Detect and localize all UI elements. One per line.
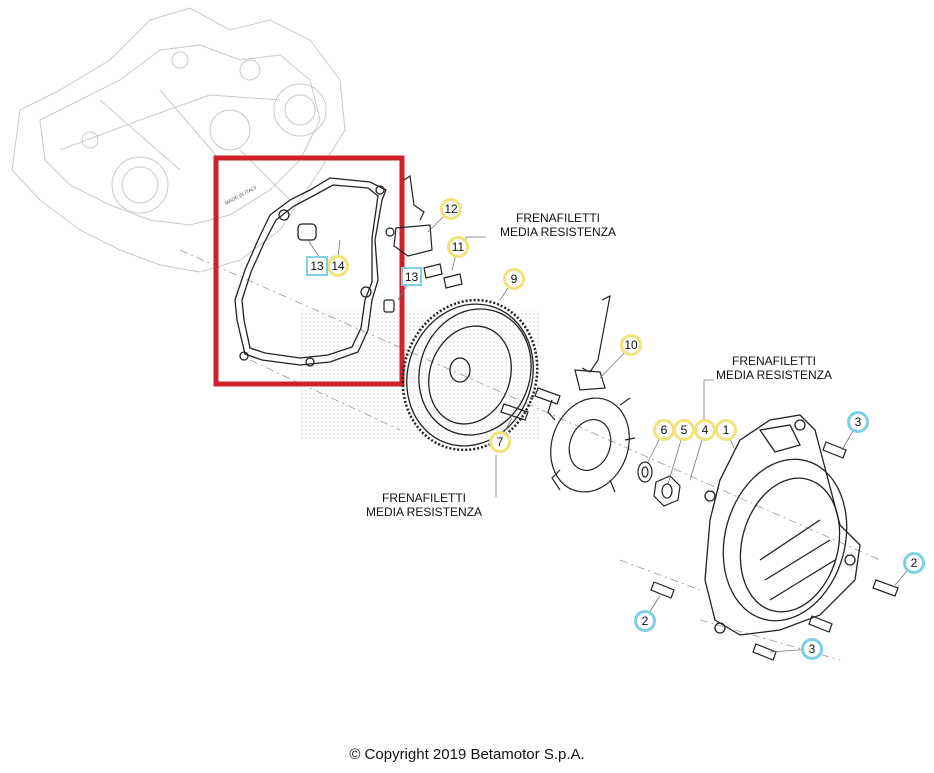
svg-text:2: 2	[642, 614, 649, 628]
badge-1: 1	[715, 419, 737, 441]
pickup-sensor	[385, 174, 433, 257]
svg-text:11: 11	[452, 240, 465, 254]
washers-and-nut	[637, 461, 681, 507]
note-line2: MEDIA RESISTENZA	[366, 505, 483, 519]
badge-13-upper: 13	[401, 267, 422, 286]
badge-2-left: 2	[634, 610, 656, 632]
badge-14: 14	[327, 255, 349, 277]
threadlocker-note-top: FRENAFILETTI MEDIA RESISTENZA	[500, 211, 616, 239]
note-line2: MEDIA RESISTENZA	[716, 368, 833, 382]
badge-12: 12	[440, 198, 462, 220]
svg-text:12: 12	[444, 202, 458, 216]
cover-screws	[650, 441, 899, 661]
part-badges: 12 11 13 14 13 9 10 6 5 4 1 7 3 2 2 3	[306, 198, 925, 660]
svg-text:1: 1	[723, 423, 730, 437]
threadlocker-note-bottom: FRENAFILETTI MEDIA RESISTENZA	[366, 491, 482, 519]
badge-9: 9	[503, 268, 525, 290]
svg-text:14: 14	[331, 259, 345, 273]
svg-text:3: 3	[809, 642, 816, 656]
badge-6: 6	[653, 419, 675, 441]
svg-text:4: 4	[702, 423, 709, 437]
badge-4: 4	[694, 419, 716, 441]
badge-2-right: 2	[903, 552, 925, 574]
watermark-dots	[300, 310, 540, 440]
badge-7: 7	[489, 431, 511, 453]
svg-text:6: 6	[661, 423, 668, 437]
copyright-notice: © Copyright 2019 Betamotor S.p.A.	[349, 746, 585, 763]
badge-5: 5	[673, 419, 695, 441]
note-line2: MEDIA RESISTENZA	[500, 225, 617, 239]
svg-text:MADE IN ITALY: MADE IN ITALY	[224, 185, 259, 207]
svg-text:13: 13	[310, 259, 324, 273]
badge-13-lower: 13	[306, 256, 328, 276]
svg-text:7: 7	[497, 435, 504, 449]
svg-text:9: 9	[511, 272, 518, 286]
svg-text:5: 5	[681, 423, 688, 437]
flywheel	[401, 298, 539, 452]
badge-10: 10	[620, 334, 642, 356]
small-screws	[383, 263, 463, 313]
svg-text:13: 13	[405, 270, 419, 284]
badge-11: 11	[447, 236, 469, 258]
note-line1: FRENAFILETTI	[732, 354, 817, 368]
cover-gasket	[234, 177, 387, 367]
crankcase-outline	[11, 7, 346, 273]
svg-text:3: 3	[855, 415, 862, 429]
svg-text:2: 2	[911, 556, 918, 570]
badge-3-bottom: 3	[801, 638, 823, 660]
badge-3-right: 3	[847, 411, 869, 433]
note-line1: FRENAFILETTI	[382, 491, 467, 505]
ignition-cover	[704, 414, 861, 636]
note-line1: FRENAFILETTI	[516, 211, 601, 225]
flywheel-bolts	[500, 387, 561, 421]
stator	[547, 294, 636, 493]
threadlocker-note-right: FRENAFILETTI MEDIA RESISTENZA	[716, 354, 832, 382]
svg-text:10: 10	[624, 338, 638, 352]
